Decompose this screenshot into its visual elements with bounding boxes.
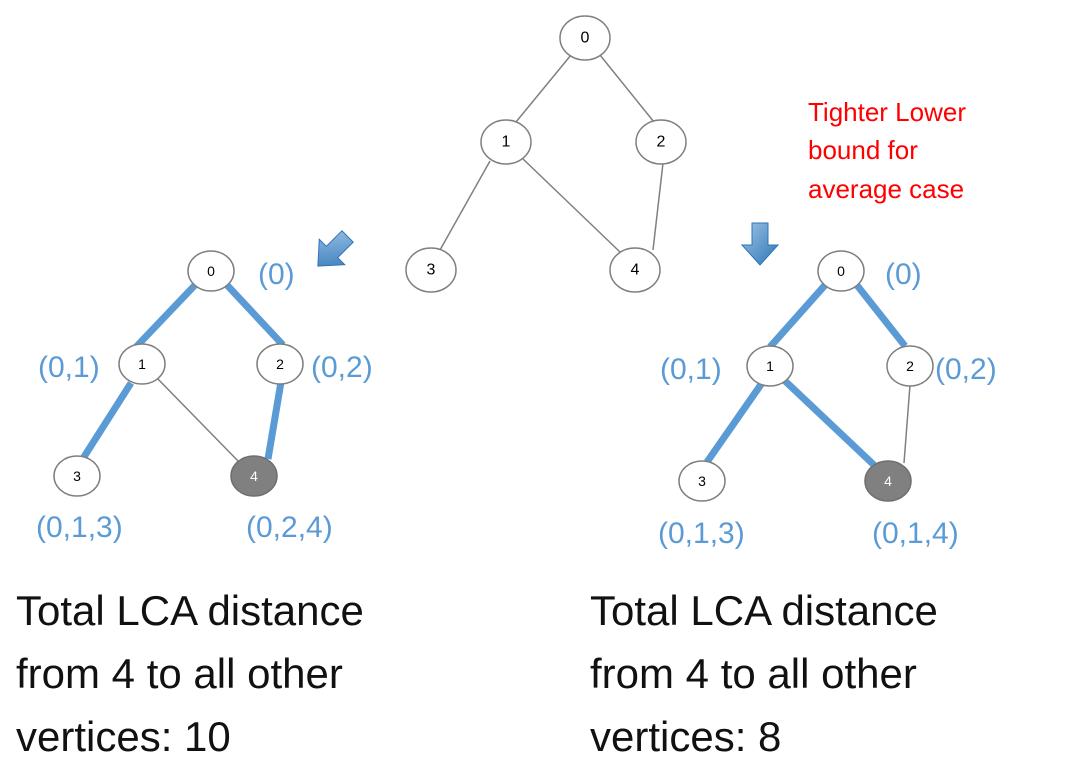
right-tree: 0 1 2 3 4 (0) (0,1) (0,2) (0,1,3) (0,1,4… (658, 250, 997, 550)
right-summary-line-2: from 4 to all other (590, 650, 917, 697)
top-graph-edges (439, 54, 664, 253)
note-line-1: Tighter Lower (808, 97, 966, 127)
tighter-bound-note: Tighter Lower bound for average case (808, 97, 966, 204)
right-summary-line-1: Total LCA distance (590, 587, 938, 634)
left-node-3: 3 (53, 455, 101, 497)
right-path-label-4: (0,1,4) (872, 517, 959, 550)
left-node-2-label: 2 (276, 356, 284, 372)
right-node-3: 3 (678, 460, 726, 502)
top-edge-1-3 (439, 160, 491, 251)
left-path-label-4: (0,2,4) (246, 511, 333, 544)
down-arrow-icon (740, 222, 780, 266)
right-summary: Total LCA distance from 4 to all other v… (590, 587, 938, 760)
right-thin-edge-2-4 (903, 384, 911, 464)
top-node-3-label: 3 (427, 262, 436, 279)
top-edge-0-1 (515, 54, 572, 123)
left-path-label-3: (0,1,3) (36, 511, 123, 544)
top-node-4-label: 4 (631, 262, 640, 279)
right-thick-edge-1-4 (781, 377, 877, 468)
left-node-1: 1 (118, 343, 166, 385)
top-edge-0-2 (599, 54, 655, 123)
top-node-0-label: 0 (581, 30, 590, 47)
top-node-2-label: 2 (657, 134, 666, 151)
left-path-label-2: (0,2) (311, 351, 373, 384)
left-node-4-label: 4 (250, 468, 258, 484)
left-thin-edge-1-4 (154, 375, 241, 464)
note-line-3: average case (808, 174, 964, 204)
left-tree-edges (79, 281, 286, 464)
left-summary: Total LCA distance from 4 to all other v… (16, 587, 364, 760)
right-thick-edge-0-2 (853, 281, 908, 349)
right-path-label-1: (0,1) (660, 353, 722, 386)
top-node-4: 4 (609, 247, 661, 293)
left-tree: 0 1 2 3 4 (0) (0,1) (0,2) (0,1,3) (0,2,4… (36, 250, 373, 544)
right-path-label-3: (0,1,3) (658, 517, 745, 550)
top-edge-1-4 (521, 157, 621, 253)
down-left-arrow-icon (317, 230, 354, 267)
left-thick-edge-0-2 (223, 281, 286, 348)
right-node-0: 0 (817, 250, 865, 292)
right-node-1: 1 (746, 345, 794, 387)
right-node-3-label: 3 (698, 473, 706, 489)
right-path-label-2: (0,2) (935, 353, 997, 386)
left-thick-edge-1-3 (79, 381, 134, 462)
left-path-label-0: (0) (258, 258, 295, 291)
right-node-2: 2 (886, 345, 934, 387)
top-edge-2-4 (652, 162, 664, 251)
top-node-1: 1 (480, 119, 532, 165)
note-line-2: bound for (808, 135, 918, 165)
right-path-label-0: (0) (885, 258, 922, 291)
left-summary-line-3: vertices: 10 (16, 713, 231, 760)
right-tree-edges (704, 281, 911, 468)
top-node-1-label: 1 (502, 134, 511, 151)
right-node-0-label: 0 (837, 263, 845, 279)
right-node-2-label: 2 (906, 358, 914, 374)
left-summary-line-1: Total LCA distance (16, 587, 364, 634)
right-thick-edge-0-1 (767, 281, 829, 350)
right-node-4-label: 4 (884, 473, 892, 489)
right-summary-line-3: vertices: 8 (590, 713, 781, 760)
left-path-label-1: (0,1) (38, 351, 100, 384)
left-node-1-label: 1 (138, 356, 146, 372)
left-node-0-label: 0 (207, 263, 215, 279)
left-thick-edge-2-4 (264, 381, 285, 460)
left-summary-line-2: from 4 to all other (16, 650, 343, 697)
right-node-1-label: 1 (766, 358, 774, 374)
top-node-3: 3 (405, 247, 457, 293)
right-node-4-highlighted: 4 (864, 460, 912, 502)
left-node-4-highlighted: 4 (230, 455, 278, 497)
left-node-2: 2 (256, 343, 304, 385)
left-thick-edge-0-1 (133, 281, 199, 350)
top-node-2: 2 (635, 119, 687, 165)
top-node-0: 0 (559, 15, 611, 61)
left-node-3-label: 3 (73, 468, 81, 484)
right-thick-edge-1-3 (704, 381, 765, 464)
left-node-0: 0 (187, 250, 235, 292)
top-graph: 0 1 2 3 4 (405, 15, 687, 293)
